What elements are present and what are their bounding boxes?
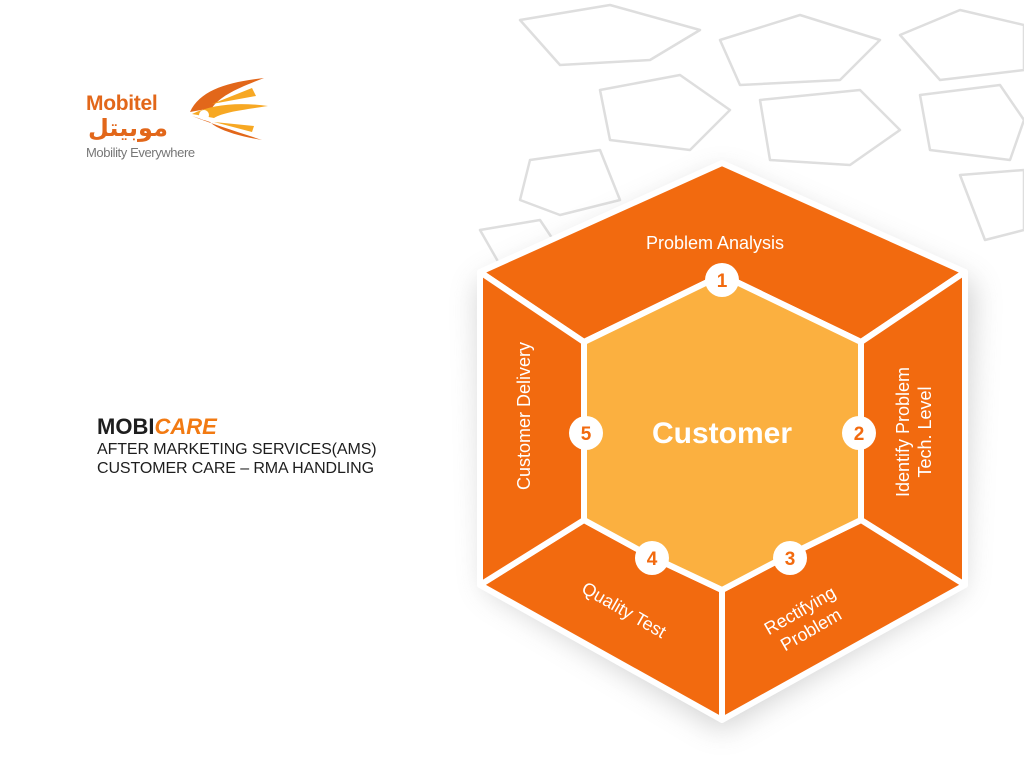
logo-arabic-wordmark: موبيتل xyxy=(88,114,168,142)
step-5-number: 5 xyxy=(581,424,592,445)
step-4-number: 4 xyxy=(647,549,658,570)
step-2-badge: 2 xyxy=(842,416,876,450)
center-label: Customer xyxy=(652,417,792,450)
mobitel-logo: Mobitel موبيتل Mobility Everywhere xyxy=(86,74,286,164)
step-2-label-line-1: Identify Problem xyxy=(893,367,913,497)
logo-swirl-icon xyxy=(190,78,268,140)
step-1-badge: 1 xyxy=(705,263,739,297)
step-1-label: Problem Analysis xyxy=(646,233,784,253)
title-block: MOBICARE AFTER MARKETING SERVICES(AMS) C… xyxy=(97,414,377,478)
title-prefix: MOBI xyxy=(97,414,155,439)
step-3-badge: 3 xyxy=(773,541,807,575)
product-title: MOBICARE xyxy=(97,414,377,440)
subtitle-line-1: AFTER MARKETING SERVICES(AMS) xyxy=(97,441,377,458)
step-2-label-line-2: Tech. Level xyxy=(915,386,935,477)
step-2-number: 2 xyxy=(854,424,865,445)
step-5-badge: 5 xyxy=(569,416,603,450)
step-5-label: Customer Delivery xyxy=(514,342,534,490)
step-1-number: 1 xyxy=(717,271,728,292)
step-4-badge: 4 xyxy=(635,541,669,575)
subtitle-line-2: CUSTOMER CARE – RMA HANDLING xyxy=(97,460,374,477)
logo-wordmark: Mobitel xyxy=(86,92,158,115)
step-3-number: 3 xyxy=(785,549,796,570)
center-hexagon xyxy=(581,272,864,593)
logo-tagline: Mobility Everywhere xyxy=(86,145,195,160)
title-highlight: CARE xyxy=(154,414,217,439)
